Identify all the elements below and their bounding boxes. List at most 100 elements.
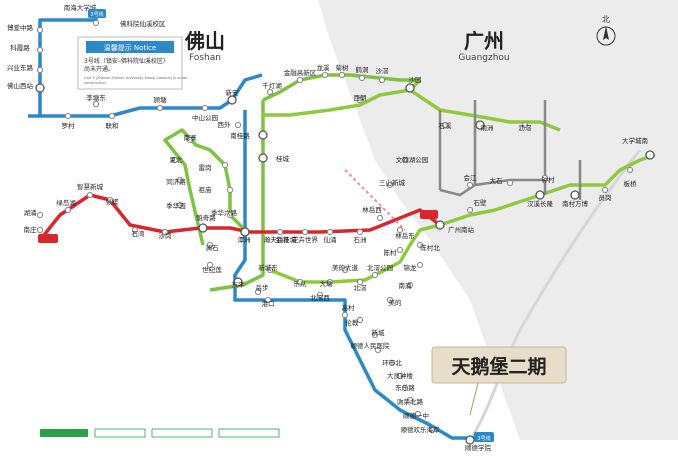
station-dot-s-zhongshan-park[interactable]: [201, 104, 209, 112]
station-label-s-jinqiao: 金融高新区: [284, 68, 317, 77]
station-dot-s-huancheng[interactable]: [388, 359, 396, 367]
station-dot-s-foke-xianxi[interactable]: [92, 19, 100, 27]
station-dot-s-foshan-xi[interactable]: [35, 83, 45, 93]
station-dot-s-xiabei[interactable]: [171, 156, 179, 164]
station-dot-s-xinan[interactable]: [227, 95, 237, 105]
station-dot-s-xilang[interactable]: [356, 96, 364, 104]
station-dot-s-daxue-nan[interactable]: [645, 150, 655, 160]
station-dot-s-tongji[interactable]: [176, 176, 184, 184]
station-dot-s-dashi[interactable]: [506, 179, 514, 187]
station-dot-s-huanhuayuan[interactable]: [301, 228, 309, 236]
station-dot-s-shijiao[interactable]: [131, 226, 139, 234]
station-dot-s-yuanying[interactable]: [371, 331, 379, 339]
station-dot-s-boaizhong[interactable]: [36, 26, 44, 34]
station-dot-s-luzhou[interactable]: [64, 206, 72, 214]
station-dot-s-nanguiyu[interactable]: [258, 130, 268, 140]
station-label-s-foke-xianxi: 佛科院仙溪校区: [120, 19, 166, 28]
station-dot-s-kuiqi[interactable]: [198, 223, 208, 233]
station-label-s-xinan: 新安: [226, 88, 240, 97]
station-dot-s-shiji[interactable]: [206, 261, 214, 269]
station-dot-s-zhanghuaxin[interactable]: [86, 191, 94, 199]
station-dot-s-xiwan[interactable]: [234, 121, 242, 129]
highlight-box[interactable]: 天鹅堡二期: [431, 346, 567, 416]
station-dot-s-shayuan[interactable]: [405, 83, 415, 93]
station-dot-s-meidedao[interactable]: [341, 266, 349, 274]
city-guangzhou-label: 广州 Guangzhou: [458, 29, 509, 63]
station-dot-s-jiangjiao[interactable]: [226, 186, 234, 194]
station-dot-s-lixiangdong[interactable]: [92, 100, 100, 108]
station-dot-s-jinwan[interactable]: [276, 228, 284, 236]
station-dot-s-xinchengdong[interactable]: [266, 266, 274, 274]
station-dot-s-sanshan[interactable]: [386, 181, 394, 189]
station-dot-s-hucheng[interactable]: [36, 211, 44, 219]
station-dot-s-gutang[interactable]: [156, 104, 164, 112]
station-dot-s-shagang[interactable]: [161, 228, 169, 236]
station-dot-s-nancunwan[interactable]: [570, 190, 580, 200]
station-dot-s-shunde1[interactable]: [414, 410, 422, 418]
station-dot-s-xindong[interactable]: [371, 271, 379, 279]
station-dot-s-luocun[interactable]: [64, 112, 72, 120]
station-dot-s-jihua[interactable]: [176, 201, 184, 209]
station-dot-s-huijiang[interactable]: [466, 181, 474, 189]
station-dot-s-yuenong[interactable]: [296, 278, 304, 286]
station-dot-s-chencunbei[interactable]: [416, 241, 424, 249]
station-dot-s-qiandeng[interactable]: [266, 88, 274, 96]
station-dot-s-lecong[interactable]: [416, 261, 424, 269]
station-dot-s-zhangcha[interactable]: [106, 196, 114, 204]
station-dot-s-longxi[interactable]: [321, 71, 329, 79]
station-dot-s-xiancun[interactable]: [326, 228, 334, 236]
badge-line3-bottom[interactable]: 3号线: [474, 432, 494, 442]
station-dot-s-daliang[interactable]: [356, 316, 364, 324]
station-label-s-zhongba: 季华六路: [211, 208, 238, 217]
station-label-s-daliangli: 大良钟楼: [387, 371, 414, 380]
station-label-s-xilang: 西朗: [354, 93, 367, 102]
station-dot-s-linyuexi[interactable]: [376, 214, 384, 222]
station-label-s-xiaojiao: 北滘西: [310, 293, 330, 302]
station-dot-s-shunde-xue[interactable]: [465, 435, 475, 445]
station-dot-s-zhongba[interactable]: [226, 211, 234, 219]
station-dot-s-dongle[interactable]: [401, 384, 409, 392]
station-dot-s-donping[interactable]: [233, 277, 243, 287]
station-dot-s-nanjiao[interactable]: [186, 136, 194, 144]
station-dot-s-shibi[interactable]: [466, 206, 474, 214]
station-dot-s-guangzhou-nan[interactable]: [435, 220, 445, 230]
station-dot-s-shixi[interactable]: [441, 121, 449, 129]
station-dot-s-nanzhuang[interactable]: [36, 226, 44, 234]
station-dot-s-nanyong[interactable]: [406, 281, 414, 289]
station-dot-s-nanzhou[interactable]: [475, 120, 485, 130]
station-dot-s-xianjiao[interactable]: [254, 288, 262, 296]
station-dot-s-lanshi[interactable]: [206, 241, 214, 249]
station-dot-s-dazhong[interactable]: [326, 278, 334, 286]
station-dot-s-shizhou[interactable]: [356, 228, 364, 236]
station-labels: 南海大学城佛科院仙溪校区博爱中路科霞路兴业东路佛山西站罗村联和李塘东顾塘中山公园…: [7, 3, 649, 452]
station-dot-s-yuanbei[interactable]: [601, 186, 609, 194]
station-dot-s-qiaonan[interactable]: [396, 246, 404, 254]
station-dot-s-jinqiao[interactable]: [296, 76, 304, 84]
station-dot-s-wenhan[interactable]: [401, 156, 409, 164]
station-dot-s-linyuedong[interactable]: [396, 226, 404, 234]
station-dot-s-zhongcun[interactable]: [541, 174, 549, 182]
station-dot-s-yueguan[interactable]: [374, 346, 382, 354]
station-dot-s-hanxi[interactable]: [535, 190, 545, 200]
station-dot-s-xiaojiao[interactable]: [316, 291, 324, 299]
station-dot-s-xingyedong[interactable]: [36, 66, 44, 74]
station-dot-s-zhanjiaoming[interactable]: [240, 227, 250, 237]
station-dot-s-jinsha[interactable]: [406, 396, 414, 404]
station-dot-s-lianhe[interactable]: [108, 112, 116, 120]
station-dot-s-daliangli[interactable]: [396, 372, 404, 380]
station-dot-s-shunde-huan[interactable]: [428, 426, 436, 434]
badge-line3-top[interactable]: 3号线: [88, 9, 106, 18]
station-dot-s-kegulu[interactable]: [36, 46, 44, 54]
station-dot-s-beijiao[interactable]: [356, 278, 364, 286]
station-dot-s-xinchong[interactable]: [386, 296, 394, 304]
station-dot-s-banqiao[interactable]: [626, 166, 634, 174]
station-dot-s-huijing[interactable]: [258, 153, 268, 163]
station-dot-s-gaocun[interactable]: [341, 311, 349, 319]
station-dot-s-leiguang[interactable]: [221, 161, 229, 169]
station-dot-s-luogang[interactable]: [521, 121, 529, 129]
station-dot-s-jichang[interactable]: [264, 296, 272, 304]
station-dot-s-shaxu[interactable]: [378, 76, 386, 84]
station-dot-s-hechong[interactable]: [358, 74, 366, 82]
station-dot-s-jujian[interactable]: [338, 71, 346, 79]
